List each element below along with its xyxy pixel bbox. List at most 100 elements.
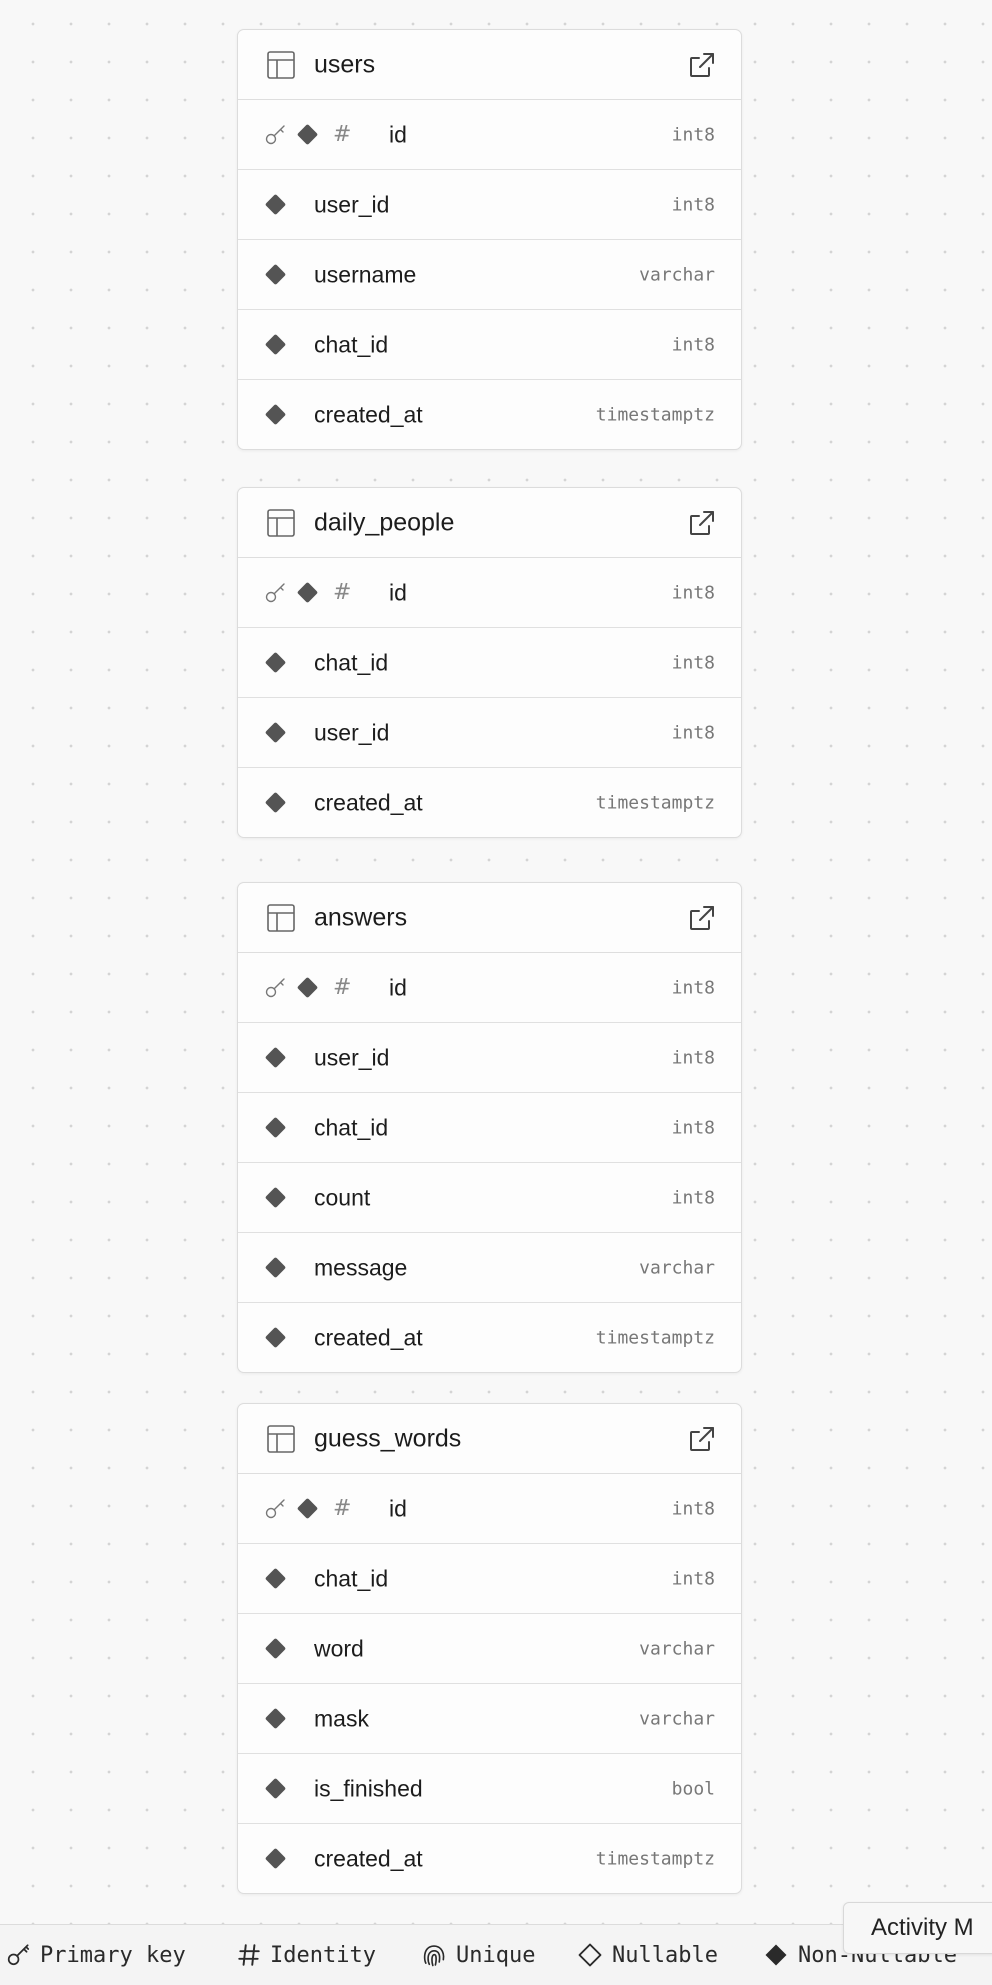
column-row-user_id[interactable]: user_id int8	[238, 1023, 741, 1093]
table-icon	[266, 508, 296, 538]
column-icons	[264, 768, 287, 837]
column-name: user_id	[314, 719, 390, 745]
column-type: int8	[671, 124, 715, 145]
activity-monitor-button[interactable]: Activity M	[843, 1902, 992, 1954]
column-row-chat_id[interactable]: chat_id int8	[238, 1544, 741, 1614]
column-name: chat_id	[314, 331, 389, 357]
column-name: username	[314, 261, 417, 287]
activity-monitor-label: Activity M	[871, 1914, 974, 1941]
column-type: varchar	[639, 1257, 715, 1278]
column-type: int8	[671, 1568, 715, 1589]
legend-nullable-label: Nullable	[612, 1942, 718, 1968]
column-name: id	[389, 1495, 407, 1521]
open-table-icon[interactable]	[687, 508, 717, 538]
column-type: int8	[671, 652, 715, 673]
non-nullable-icon	[264, 791, 287, 814]
column-row-count[interactable]: count int8	[238, 1163, 741, 1233]
column-row-username[interactable]: username varchar	[238, 240, 741, 310]
legend-identity-label: Identity	[270, 1942, 376, 1968]
column-row-created_at[interactable]: created_at timestamptz	[238, 380, 741, 449]
non-nullable-icon	[264, 403, 287, 426]
key-icon	[264, 123, 288, 147]
column-type: int8	[671, 334, 715, 355]
column-name: user_id	[314, 1044, 390, 1070]
legend-unique: Unique	[420, 1925, 535, 1985]
fingerprint-icon	[423, 1945, 445, 1967]
non-nullable-icon	[296, 123, 319, 146]
legend-primary-key-label: Primary key	[40, 1942, 186, 1968]
non-nullable-icon	[296, 1497, 319, 1520]
non-nullable-icon	[264, 1186, 287, 1209]
column-type: int8	[671, 194, 715, 215]
non-nullable-icon	[264, 1777, 287, 1800]
legend-nullable: Nullable	[576, 1925, 718, 1985]
column-icons: #	[264, 953, 351, 1022]
column-name: message	[314, 1254, 408, 1280]
column-name: count	[314, 1184, 371, 1210]
column-name: id	[389, 974, 407, 1000]
table-header: answers	[238, 883, 741, 953]
open-table-icon[interactable]	[687, 903, 717, 933]
legend-identity: Identity	[236, 1925, 376, 1985]
column-icons: #	[264, 1474, 351, 1543]
column-icons	[264, 628, 287, 697]
legend-bar: Primary key Identity Unique Nullable Non…	[0, 1924, 992, 1985]
open-table-icon[interactable]	[687, 50, 717, 80]
table-header: guess_words	[238, 1404, 741, 1474]
identity-icon: #	[333, 975, 352, 1000]
column-name: is_finished	[314, 1775, 423, 1801]
key-icon	[7, 1944, 30, 1966]
column-type: varchar	[639, 264, 715, 285]
column-icons	[264, 1023, 287, 1092]
column-icons: #	[264, 100, 351, 169]
non-nullable-icon	[264, 1707, 287, 1730]
identity-icon: #	[333, 1496, 352, 1521]
legend-unique-label: Unique	[456, 1942, 536, 1968]
column-type: timestamptz	[595, 404, 715, 425]
column-icons	[264, 1233, 287, 1302]
open-table-icon[interactable]	[687, 1424, 717, 1454]
key-icon	[264, 976, 288, 1000]
column-row-message[interactable]: message varchar	[238, 1233, 741, 1303]
column-name: created_at	[314, 1324, 423, 1350]
column-row-id[interactable]: # id int8	[238, 100, 741, 170]
non-nullable-icon	[264, 193, 287, 216]
column-name: created_at	[314, 401, 423, 427]
column-type: int8	[671, 1187, 715, 1208]
column-icons: #	[264, 558, 351, 627]
column-type: int8	[671, 1117, 715, 1138]
non-nullable-icon	[264, 263, 287, 286]
diamond-filled-icon	[765, 1944, 787, 1966]
column-type: int8	[671, 582, 715, 603]
non-nullable-icon	[296, 976, 319, 999]
column-type: varchar	[639, 1708, 715, 1729]
column-name: chat_id	[314, 1565, 389, 1591]
column-icons	[264, 1093, 287, 1162]
column-row-chat_id[interactable]: chat_id int8	[238, 310, 741, 380]
column-name: id	[389, 121, 407, 147]
table-icon	[266, 1424, 296, 1454]
column-type: int8	[671, 1047, 715, 1068]
non-nullable-icon	[264, 1567, 287, 1590]
non-nullable-icon	[264, 1256, 287, 1279]
column-row-id[interactable]: # id int8	[238, 558, 741, 628]
non-nullable-icon	[264, 333, 287, 356]
table-name: users	[314, 50, 376, 78]
column-name: id	[389, 579, 407, 605]
